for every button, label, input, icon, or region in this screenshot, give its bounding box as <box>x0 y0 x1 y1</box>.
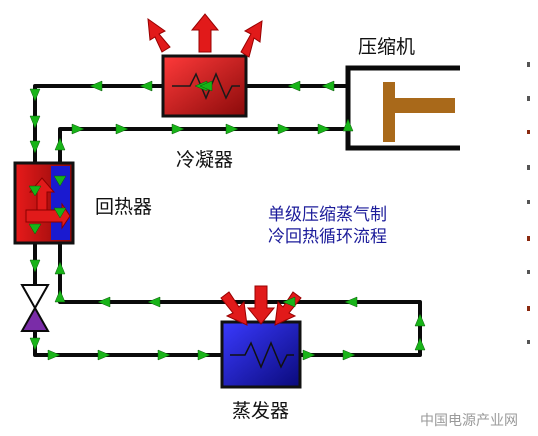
flow-arrow <box>342 118 354 132</box>
flow-arrow <box>302 349 316 361</box>
flow-arrow <box>321 80 335 92</box>
watermark-text: 中国电源产业网 <box>420 413 518 429</box>
flow-arrow <box>54 289 66 303</box>
heat-out-arrow-right <box>240 20 263 58</box>
flow-arrow <box>29 140 41 154</box>
flow-arrow <box>342 349 356 361</box>
compressor <box>345 65 460 151</box>
regenerator <box>13 161 75 245</box>
expansion-valve <box>20 284 50 332</box>
flow-arrow <box>29 337 41 351</box>
flow-arrow <box>97 349 111 361</box>
heat-out-arrows <box>147 13 263 58</box>
flow-arrows <box>28 80 426 361</box>
flow-arrow <box>54 137 66 151</box>
flow-arrow <box>225 123 239 135</box>
evaporator-label: 蒸发器 <box>232 400 290 422</box>
edge-marks <box>527 62 530 344</box>
pipe-valve-to-evaporator <box>33 331 222 357</box>
flow-arrow <box>199 80 213 92</box>
flow-arrow <box>414 313 426 327</box>
flow-arrow <box>53 175 67 187</box>
flow-arrow <box>277 123 291 135</box>
flow-arrow <box>29 259 41 273</box>
flow-arrow <box>29 115 41 129</box>
compressor-cylinder <box>345 65 460 151</box>
flow-arrow <box>89 80 103 92</box>
flow-arrow <box>414 337 426 351</box>
heat-in-arrows <box>220 285 302 326</box>
diagram-title-line-1: 单级压缩蒸气制 <box>268 205 387 225</box>
compressor-piston-rod <box>395 98 455 113</box>
evaporator-coil <box>230 341 294 369</box>
regenerator-label: 回热器 <box>95 196 153 218</box>
flow-arrow <box>28 185 42 197</box>
heat-in-arrow-center <box>246 285 276 325</box>
heat-in-arrow-left <box>220 291 248 326</box>
flow-arrow <box>344 296 358 308</box>
flow-arrow <box>29 88 41 102</box>
condenser-label: 冷凝器 <box>176 149 234 171</box>
valve-lower-triangle <box>20 305 50 332</box>
compressor-label: 压缩机 <box>358 36 416 58</box>
flow-arrow <box>97 296 111 308</box>
flow-arrow <box>317 123 331 135</box>
pipe-condenser-to-regenerator <box>33 84 163 163</box>
flow-arrow <box>171 123 185 135</box>
flow-arrow <box>139 80 153 92</box>
flow-arrow <box>197 349 211 361</box>
flow-arrow <box>71 123 85 135</box>
evaporator <box>220 320 302 389</box>
heat-out-arrow-center <box>190 13 220 53</box>
pipe-evaporator-to-regenerator <box>58 243 422 357</box>
heat-out-arrow-left <box>147 17 171 53</box>
flow-arrow <box>54 261 66 275</box>
flow-arrow <box>28 223 42 235</box>
heat-in-arrow-right <box>274 291 302 326</box>
flow-arrow <box>157 349 171 361</box>
diagram-title-line-2: 冷回热循环流程 <box>268 227 387 247</box>
flow-arrow <box>115 123 129 135</box>
flow-arrow <box>147 296 161 308</box>
flow-arrow <box>287 80 301 92</box>
compressor-piston <box>383 82 395 142</box>
flow-arrow <box>53 207 67 219</box>
pipe-regenerator-to-compressor <box>58 127 348 163</box>
flow-arrow <box>47 349 61 361</box>
flow-arrow <box>282 296 296 308</box>
valve-upper-triangle <box>20 284 50 311</box>
